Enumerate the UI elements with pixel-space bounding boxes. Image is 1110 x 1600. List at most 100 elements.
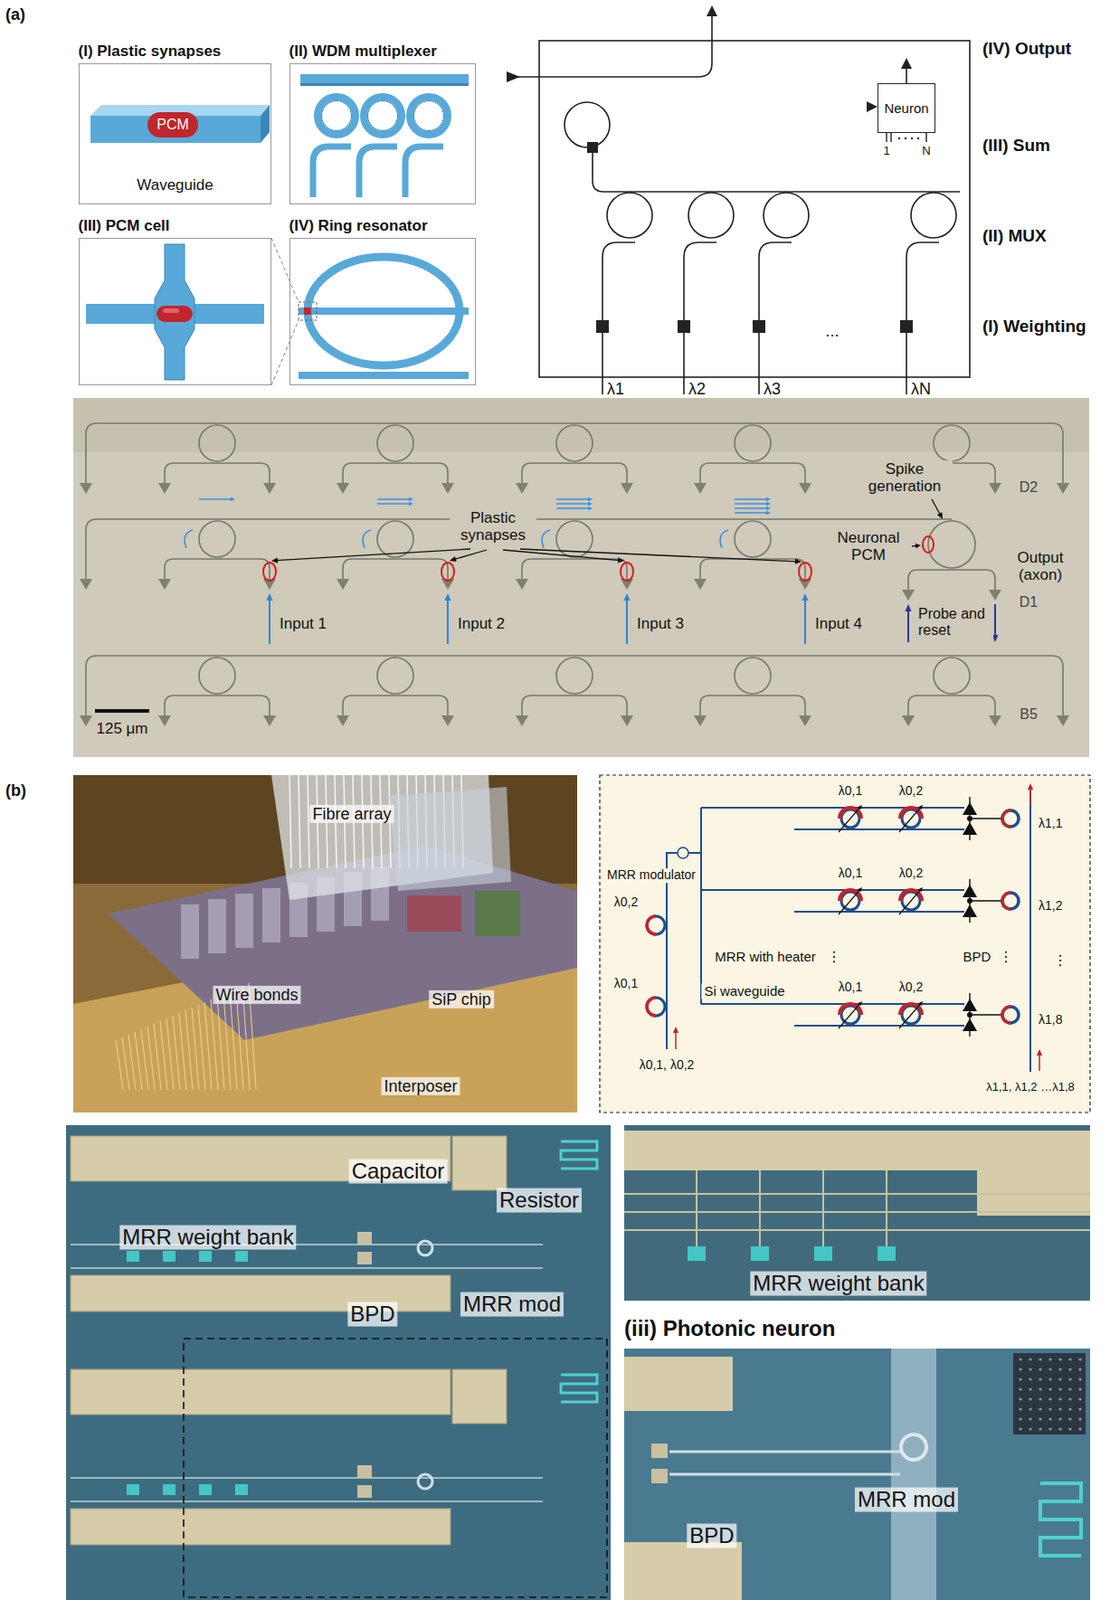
synapse-pcm-marker xyxy=(798,562,812,581)
input-arrow xyxy=(446,598,449,645)
signal-arrow-head xyxy=(766,502,771,507)
crossing-waveguide-v xyxy=(154,244,195,380)
micrograph-ground xyxy=(624,1348,1091,1600)
bpd-output xyxy=(969,900,1003,902)
wire-bond xyxy=(172,1015,181,1091)
wire-bond xyxy=(160,1021,168,1091)
input-waveguide xyxy=(906,242,940,395)
signal-arrow xyxy=(199,498,233,501)
grid-dot xyxy=(1048,1397,1052,1401)
neuron-ring xyxy=(933,425,970,462)
mrr-modulator-active xyxy=(646,916,656,935)
neuron-output-line xyxy=(905,66,908,84)
dark-grid xyxy=(1013,1353,1086,1435)
wavelength-label: λ0,1, λ0,2 xyxy=(639,1058,695,1073)
grid-dot xyxy=(1068,1377,1072,1381)
zoom-box xyxy=(183,1338,608,1598)
wire-bond xyxy=(179,1013,187,1091)
leader-arrow xyxy=(520,549,797,562)
mrr-square xyxy=(162,1484,176,1496)
grating-coupler xyxy=(988,483,1002,494)
output-direction-head xyxy=(1036,1049,1043,1056)
metal-trace xyxy=(885,1170,888,1247)
metal-trace xyxy=(624,1211,1091,1214)
output-direction xyxy=(1038,1053,1041,1072)
photodiode xyxy=(962,802,978,816)
grating-coupler xyxy=(988,715,1002,727)
callout-label: Output (axon) xyxy=(1005,549,1076,584)
input-label: Input 4 xyxy=(812,615,865,633)
drop-waveguide xyxy=(908,569,996,594)
grating-coupler xyxy=(336,578,350,590)
scale-bar xyxy=(94,709,150,713)
signal-arrow xyxy=(734,502,769,505)
grid-dot xyxy=(1058,1357,1062,1361)
wire-bond xyxy=(229,991,238,1091)
inset-heading: (IV) Ring resonator xyxy=(289,217,428,236)
component-label: Neuron xyxy=(883,100,929,116)
panel-label: (b) xyxy=(5,781,27,800)
grid-dot xyxy=(1028,1357,1032,1361)
grating-coupler xyxy=(988,589,1002,601)
grating-coupler xyxy=(158,715,171,727)
mrr-modulator xyxy=(1002,892,1019,910)
schematic-frame xyxy=(539,40,970,378)
signal-arrow xyxy=(556,507,590,510)
photo-label: MRR mod xyxy=(854,1488,959,1513)
photo-label: Fibre array xyxy=(309,805,394,824)
drop-waveguide xyxy=(521,463,627,487)
mrr-modulator xyxy=(646,916,665,935)
metal-trace xyxy=(758,1170,761,1247)
wire-bond xyxy=(128,1034,136,1091)
sum-bus xyxy=(592,152,960,192)
grating-coupler xyxy=(693,578,707,590)
grating-coupler xyxy=(515,483,529,494)
grid-dot xyxy=(1068,1397,1072,1401)
grid-dot xyxy=(1018,1357,1022,1361)
metal-trace xyxy=(624,1229,1091,1232)
photo-label: Capacitor xyxy=(349,1159,448,1185)
ring-waveguide xyxy=(409,96,448,135)
grating-coupler xyxy=(620,483,634,494)
chip-structure xyxy=(474,891,521,937)
synapse-ring xyxy=(734,521,771,558)
photodiode xyxy=(962,998,978,1012)
synapse-ring xyxy=(556,425,593,462)
ring-waveguide xyxy=(363,96,402,135)
tuning-arrow xyxy=(838,807,861,833)
grid-dot xyxy=(1048,1367,1052,1371)
neuron-pin-dot xyxy=(910,137,913,140)
grid-dot xyxy=(1038,1387,1042,1391)
grid-dot xyxy=(1058,1367,1062,1371)
neuron-pin-dot xyxy=(898,137,901,140)
zoom-leader xyxy=(271,237,299,303)
mux-ring xyxy=(763,192,809,238)
signal-arrow-head xyxy=(588,497,593,503)
neuron-box: Neuron xyxy=(877,83,935,133)
drop-waveguide xyxy=(908,695,996,720)
grid-dot xyxy=(1018,1407,1022,1411)
grating-coupler xyxy=(515,715,529,727)
micrograph-ground xyxy=(66,1125,611,1600)
coupling-arrow xyxy=(541,530,551,549)
wavelength-label: λ1,1, λ1,2 …λ1,8 xyxy=(986,1081,1075,1095)
input-arrow-head xyxy=(623,593,630,601)
grating-coupler xyxy=(441,483,455,494)
metal-pad xyxy=(624,1130,1091,1171)
drop-waveguide xyxy=(342,695,448,720)
pin-label: 1 xyxy=(882,144,890,159)
ellipsis: ... xyxy=(825,322,839,341)
metal-pad xyxy=(70,1508,451,1546)
metal-pad xyxy=(452,1136,507,1191)
neuron-ring xyxy=(933,657,970,694)
waveguide-side-face xyxy=(260,104,270,143)
mrr-square xyxy=(687,1246,706,1262)
tuning-arrow-head xyxy=(918,887,923,892)
bus-waveguide xyxy=(85,655,1063,720)
signal-arrow-head xyxy=(766,511,771,516)
neuron-pcm-marker xyxy=(922,536,934,553)
inset-heading: (II) WDM multiplexer xyxy=(289,42,437,61)
signal-arrow xyxy=(377,498,411,501)
grating-coupler xyxy=(441,715,455,727)
signal-arrow xyxy=(377,502,411,505)
